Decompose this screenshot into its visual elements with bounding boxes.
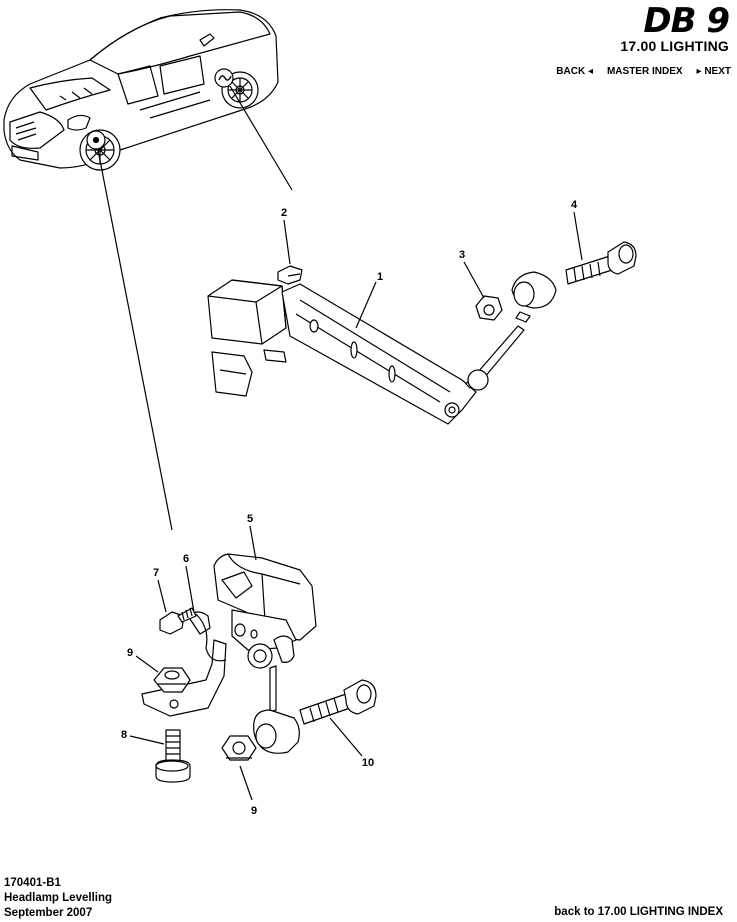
bolt-item-8: [155, 729, 191, 783]
nut-item-9-upper: [153, 667, 191, 693]
footer-info: 170401-B1 Headlamp Levelling September 2…: [4, 876, 112, 921]
screw-item-7: [159, 607, 197, 635]
nut-item-3: [475, 295, 503, 321]
bolt-item-4: [565, 241, 637, 285]
callout-1: 1: [377, 271, 383, 283]
nav-bar: BACK ◂ MASTER INDEX ▸ NEXT: [556, 66, 731, 77]
back-to-index-link[interactable]: back to 17.00 LIGHTING INDEX: [554, 906, 723, 918]
db9-logo: DB 9: [643, 1, 730, 41]
callout-2: 2: [281, 207, 287, 219]
nut-item-9-lower: [221, 735, 257, 761]
car-illustration: [3, 9, 279, 171]
rear-sensor-assembly: [207, 271, 557, 425]
front-sensor-assembly: [213, 553, 317, 754]
callout-10: 10: [362, 757, 374, 769]
rear-leader-line: [229, 85, 293, 191]
master-index-link[interactable]: MASTER INDEX: [606, 66, 683, 77]
reference-number: 170401-B1: [4, 877, 61, 889]
callout-3: 3: [459, 249, 465, 261]
callout-9-lower: 9: [251, 805, 257, 817]
rear-location-marker: [214, 68, 234, 88]
front-leader-line: [97, 149, 173, 531]
callout-4: 4: [571, 199, 578, 211]
back-link[interactable]: BACK ◂: [556, 66, 593, 77]
callout-5: 5: [247, 513, 253, 525]
callout-7: 7: [153, 567, 159, 579]
callout-6: 6: [183, 553, 189, 565]
callout-9-upper: 9: [127, 647, 133, 659]
screw-item-2: [277, 265, 303, 285]
next-link[interactable]: ▸ NEXT: [696, 66, 731, 77]
diagram-title: Headlamp Levelling: [4, 892, 113, 904]
callout-8: 8: [121, 729, 127, 741]
section-title: 17.00 LIGHTING: [620, 38, 729, 54]
bolt-item-10: [299, 679, 377, 725]
publication-date: September 2007: [4, 907, 93, 919]
bracket-item-6: [141, 611, 227, 717]
